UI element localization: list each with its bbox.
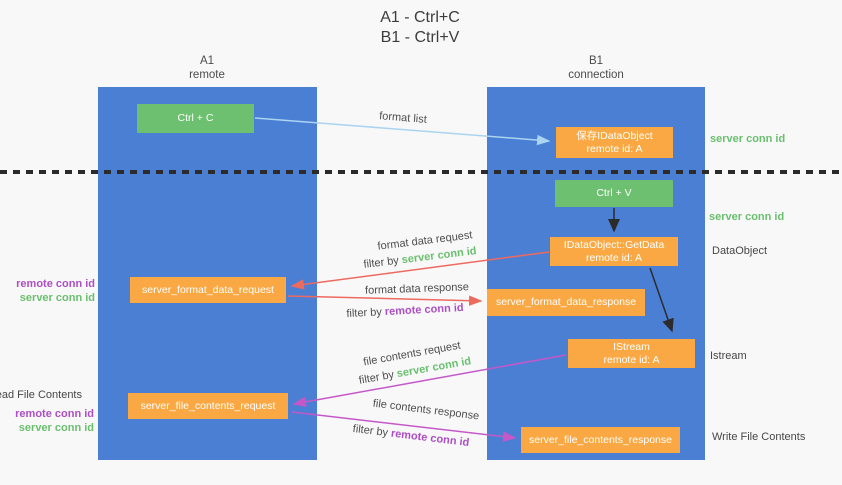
- diagram-title: A1 - Ctrl+C B1 - Ctrl+V: [380, 8, 460, 47]
- filter-by-text: filter by: [362, 254, 400, 271]
- left-read-file-contents: Read File Contents: [0, 389, 82, 401]
- lane-a1-name: A1: [199, 55, 215, 67]
- node-server-file-contents-request-label: server_file_contents_request: [140, 399, 276, 412]
- node-server-format-data-request-label: server_format_data_request: [142, 283, 274, 296]
- label-file-contents-response: file contents response: [372, 397, 480, 423]
- left-server-conn-id-2: server conn id: [18, 422, 94, 434]
- left-server-conn-id-1: server conn id: [19, 292, 95, 304]
- node-istream-line2: remote id: A: [603, 353, 660, 366]
- lane-header-a1: A1 remote: [189, 55, 225, 82]
- node-save-idataobject-line1: 保存IDataObject: [576, 129, 653, 142]
- remote-conn-id-text: remote conn id: [384, 301, 464, 319]
- left-conn-id-block-2: remote conn id server conn id: [15, 407, 94, 435]
- left-remote-conn-id-2: remote conn id: [15, 408, 94, 420]
- remote-conn-id-text: remote conn id: [390, 427, 470, 450]
- filter-by-text: filter by: [346, 306, 383, 321]
- node-save-idataobject: 保存IDataObject remote id: A: [556, 127, 673, 158]
- node-save-idataobject-line2: remote id: A: [586, 142, 643, 155]
- filter-by-text: filter by: [352, 422, 389, 440]
- title-line-1: A1 - Ctrl+C: [380, 9, 460, 26]
- title-line-2: B1 - Ctrl+V: [380, 28, 460, 46]
- left-remote-conn-id-1: remote conn id: [16, 278, 95, 290]
- node-istream: IStream remote id: A: [568, 339, 695, 368]
- filter-by-text: filter by: [357, 368, 395, 387]
- label-format-list: format list: [378, 110, 428, 126]
- node-istream-line1: IStream: [613, 340, 650, 353]
- right-server-conn-id-top: server conn id: [710, 133, 786, 145]
- node-server-file-contents-response-label: server_file_contents_response: [528, 433, 672, 446]
- node-server-file-contents-request: server_file_contents_request: [128, 393, 288, 419]
- label-format-data-response: format data response: [364, 281, 470, 297]
- right-write-file-contents: Write File Contents: [712, 431, 806, 443]
- lane-b1-subtitle: connection: [568, 68, 624, 81]
- node-idataobject-getdata-line2: remote id: A: [585, 251, 643, 264]
- node-ctrl-c: Ctrl + C: [137, 104, 254, 133]
- node-server-file-contents-response: server_file_contents_response: [521, 427, 680, 453]
- lane-header-b1: B1 connection: [568, 55, 624, 82]
- lane-b1-name: B1: [588, 55, 604, 67]
- lane-a1-subtitle: remote: [189, 68, 225, 81]
- dotted-separator: [0, 170, 842, 174]
- node-idataobject-getdata: IDataObject::GetData remote id: A: [550, 237, 678, 266]
- node-ctrl-v-label: Ctrl + V: [596, 187, 632, 199]
- right-server-conn-id-mid: server conn id: [709, 211, 785, 223]
- node-ctrl-c-label: Ctrl + C: [177, 112, 214, 124]
- node-server-format-data-response-label: server_format_data_response: [495, 296, 637, 308]
- node-server-format-data-request: server_format_data_request: [130, 277, 286, 303]
- node-server-format-data-response: server_format_data_response: [487, 289, 645, 316]
- left-conn-id-block-1: remote conn id server conn id: [16, 277, 95, 305]
- node-ctrl-v: Ctrl + V: [555, 180, 673, 207]
- right-istream-label: Istream: [710, 350, 747, 362]
- right-dataobject-label: DataObject: [712, 245, 768, 257]
- node-idataobject-getdata-line1: IDataObject::GetData: [563, 238, 665, 251]
